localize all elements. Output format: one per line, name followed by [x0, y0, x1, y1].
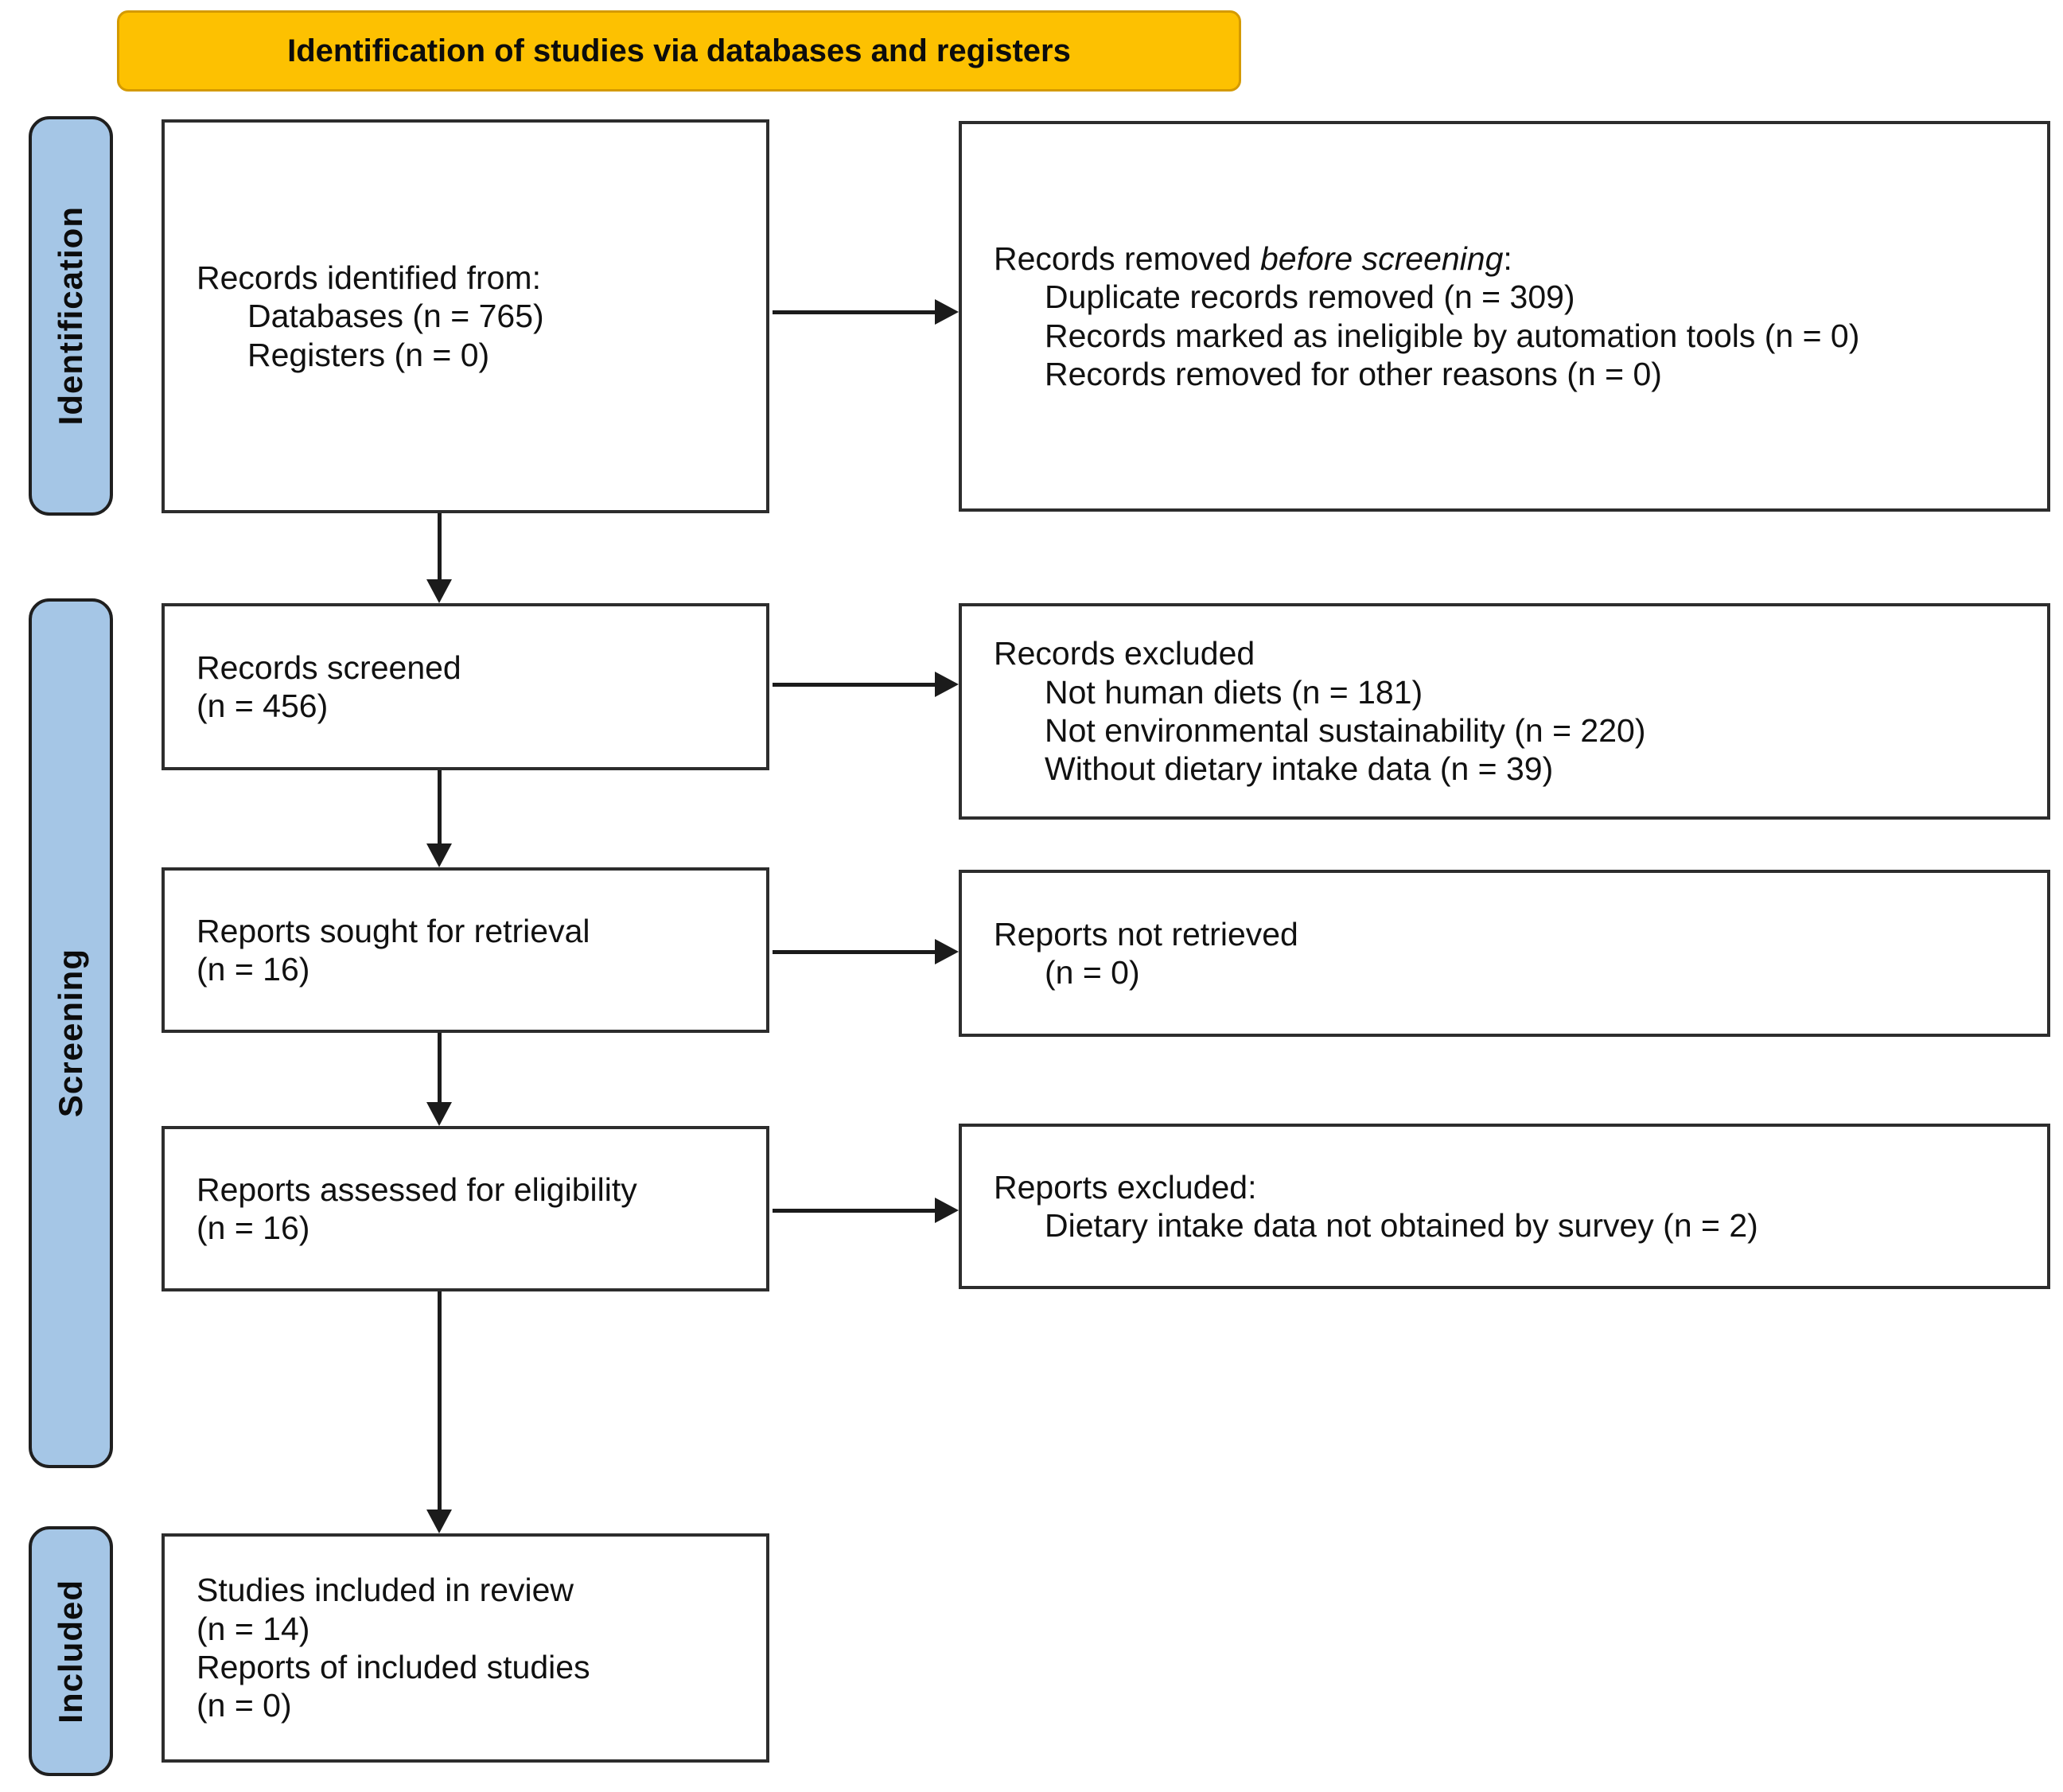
arrow-identified-to-removed	[773, 310, 936, 314]
italic-title-part: before screening	[1259, 240, 1504, 277]
arrowhead-down-icon	[426, 579, 452, 603]
box-item: Records marked as ineligible by automati…	[1045, 317, 1860, 354]
stage-label-included: Included	[29, 1526, 113, 1776]
stage-label-text: Identification	[52, 206, 89, 426]
arrow-sought-to-assessed	[438, 1033, 442, 1104]
box-item: Not human diets (n = 181)	[1045, 673, 1423, 711]
arrowhead-down-icon	[426, 1102, 452, 1126]
arrow-screened-to-sought	[438, 770, 442, 845]
arrowhead-down-icon	[426, 1510, 452, 1533]
diagram-title-banner: Identification of studies via databases …	[117, 10, 1241, 92]
box-line: (n = 0)	[197, 1687, 292, 1724]
box-studies-included: Studies included in review (n = 14) Repo…	[162, 1533, 769, 1763]
box-title: Records removed before screening:	[994, 240, 1512, 277]
box-line: (n = 456)	[197, 688, 329, 724]
box-item: Registers (n = 0)	[247, 336, 490, 373]
stage-label-screening: Screening	[29, 598, 113, 1468]
arrow-assessed-to-reports-excluded	[773, 1209, 936, 1213]
box-reports-excluded: Reports excluded: Dietary intake data no…	[959, 1124, 2050, 1289]
box-line: Reports sought for retrieval	[197, 912, 590, 949]
arrowhead-down-icon	[426, 843, 452, 867]
box-reports-assessed: Reports assessed for eligibility (n = 16…	[162, 1126, 769, 1291]
arrowhead-right-icon	[935, 1198, 959, 1223]
box-title: Reports excluded:	[994, 1168, 1257, 1206]
diagram-title: Identification of studies via databases …	[287, 33, 1071, 68]
arrowhead-right-icon	[935, 299, 959, 325]
box-reports-sought: Reports sought for retrieval (n = 16)	[162, 867, 769, 1033]
box-line: (n = 16)	[197, 951, 310, 988]
stage-label-text: Screening	[52, 949, 89, 1118]
box-item: (n = 0)	[1045, 954, 1140, 991]
box-line: (n = 16)	[197, 1210, 310, 1246]
box-line: Reports of included studies	[197, 1649, 590, 1685]
box-line: Records screened	[197, 649, 461, 686]
box-records-removed: Records removed before screening: Duplic…	[959, 121, 2050, 512]
box-records-screened: Records screened (n = 456)	[162, 603, 769, 770]
box-title: Reports not retrieved	[994, 915, 1298, 952]
box-item: Records removed for other reasons (n = 0…	[1045, 355, 1662, 392]
box-item: Without dietary intake data (n = 39)	[1045, 750, 1554, 788]
box-item: Databases (n = 765)	[247, 298, 544, 335]
arrowhead-right-icon	[935, 672, 959, 697]
arrow-identified-to-screened	[438, 513, 442, 581]
arrow-sought-to-not-retrieved	[773, 950, 936, 954]
stage-label-text: Included	[52, 1579, 89, 1724]
box-item: Duplicate records removed (n = 309)	[1045, 279, 1575, 316]
arrow-assessed-to-included	[438, 1291, 442, 1511]
arrow-screened-to-excluded	[773, 683, 936, 687]
box-line: Reports assessed for eligibility	[197, 1171, 637, 1208]
box-item: Dietary intake data not obtained by surv…	[1045, 1207, 1758, 1244]
box-reports-not-retrieved: Reports not retrieved (n = 0)	[959, 870, 2050, 1037]
box-title: Records excluded	[994, 635, 1255, 672]
box-title: Records identified from:	[197, 259, 541, 296]
arrowhead-right-icon	[935, 939, 959, 964]
box-line: (n = 14)	[197, 1610, 310, 1647]
stage-label-identification: Identification	[29, 116, 113, 516]
box-line: Studies included in review	[197, 1572, 574, 1609]
box-records-identified: Records identified from: Databases (n = …	[162, 119, 769, 513]
box-records-excluded: Records excluded Not human diets (n = 18…	[959, 603, 2050, 820]
box-item: Not environmental sustainability (n = 22…	[1045, 712, 1646, 749]
